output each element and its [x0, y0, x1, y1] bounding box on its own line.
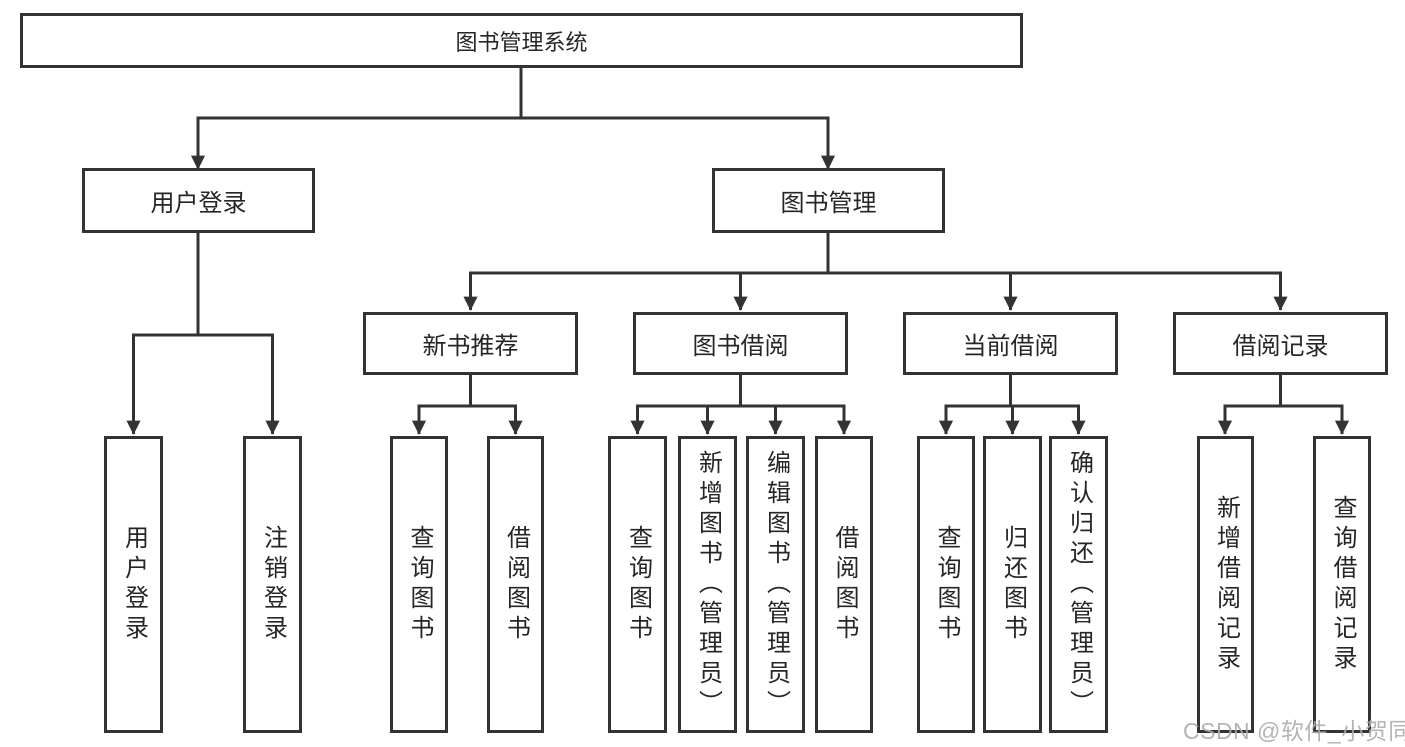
leaf-newbooks-query-books: 查询图书	[390, 436, 448, 733]
leaf-borrow-add-books-admin: 新增图书（管理员）	[678, 436, 737, 733]
leaf-current-query-books-label: 查询图书	[933, 524, 960, 645]
leaf-logout-label: 注销登录	[259, 524, 287, 645]
leaf-current-confirm-return-admin: 确认归还（管理员）	[1049, 436, 1108, 733]
leaf-current-return-books: 归还图书	[983, 436, 1042, 733]
leaf-records-query-record-label: 查询借阅记录	[1329, 494, 1356, 675]
node-book-borrow: 图书借阅	[633, 312, 848, 375]
node-new-book-recommend: 新书推荐	[363, 312, 578, 375]
node-current-borrow-label: 当前借阅	[962, 333, 1059, 360]
leaf-newbooks-query-books-label: 查询图书	[406, 524, 433, 645]
node-book-management-label: 图书管理	[780, 190, 877, 217]
node-book-management: 图书管理	[712, 168, 945, 233]
leaf-borrow-query-books: 查询图书	[608, 436, 667, 733]
leaf-borrow-edit-books-admin-label: 编辑图书（管理员）	[762, 449, 790, 720]
leaf-borrow-query-books-label: 查询图书	[624, 524, 652, 645]
csdn-watermark: CSDN @软件_小贺同学	[1183, 718, 1405, 744]
leaf-borrow-borrow-books-label: 借阅图书	[831, 524, 858, 645]
leaf-records-add-record-label: 新增借阅记录	[1212, 494, 1240, 675]
node-user-login-label: 用户登录	[150, 190, 247, 217]
node-new-book-recommend-label: 新书推荐	[422, 333, 519, 360]
node-root-label: 图书管理系统	[455, 29, 588, 55]
node-book-borrow-label: 图书借阅	[692, 333, 789, 360]
node-borrow-records: 借阅记录	[1173, 312, 1388, 375]
leaf-borrow-add-books-admin-label: 新增图书（管理员）	[694, 449, 722, 720]
leaf-logout: 注销登录	[243, 436, 302, 733]
leaf-newbooks-borrow-books-label: 借阅图书	[502, 524, 530, 645]
leaf-current-query-books: 查询图书	[917, 436, 975, 733]
node-borrow-records-label: 借阅记录	[1232, 333, 1329, 360]
leaf-borrow-edit-books-admin: 编辑图书（管理员）	[746, 436, 805, 733]
leaf-borrow-borrow-books: 借阅图书	[815, 436, 873, 733]
leaf-current-return-books-label: 归还图书	[999, 524, 1027, 645]
leaf-newbooks-borrow-books: 借阅图书	[487, 436, 544, 733]
leaf-user-login-label: 用户登录	[120, 524, 148, 645]
node-user-login: 用户登录	[82, 168, 315, 233]
leaf-records-add-record: 新增借阅记录	[1197, 436, 1254, 733]
leaf-user-login: 用户登录	[104, 436, 163, 733]
node-current-borrow: 当前借阅	[903, 312, 1118, 375]
leaf-current-confirm-return-admin-label: 确认归还（管理员）	[1065, 449, 1093, 720]
node-root: 图书管理系统	[20, 13, 1023, 68]
leaf-records-query-record: 查询借阅记录	[1313, 436, 1371, 733]
